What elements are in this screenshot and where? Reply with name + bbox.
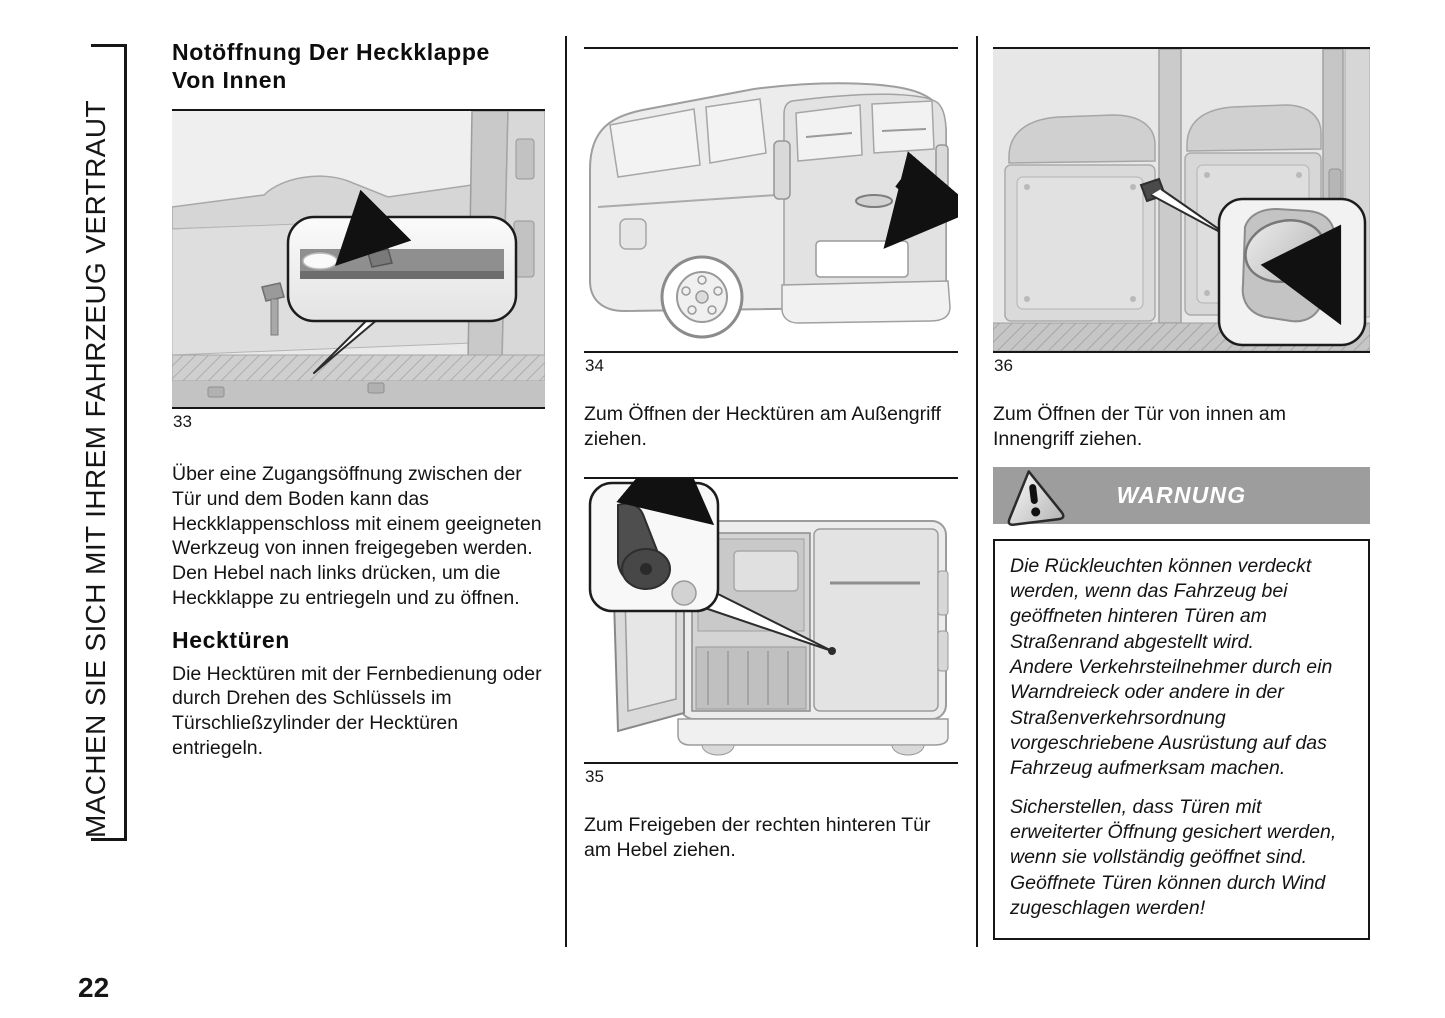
figure-34-caption: Zum Öffnen der Hecktüren am Außengriff z… [584,403,941,451]
figure-34-label: 34 [585,356,604,375]
sidebar-rule-top-cap [91,44,127,47]
column-left: Notöffnung Der Heckklappe Von Innen [172,38,545,761]
sidebar-rule-bottom-cap [91,838,127,841]
van-rear-quarter-illustration [584,49,958,351]
figure-36-inner-handle [993,47,1370,353]
warning-triangle-icon [1007,469,1065,526]
column-middle: 34 Zum Öffnen der Hecktüren am Außengrif… [584,47,958,863]
column-divider-1 [565,36,567,947]
subsection-heading: Hecktüren [172,626,290,653]
tailgate-interior-illustration [172,111,545,408]
sidebar-vertical-rule [124,44,127,841]
open-rear-door-illustration [584,478,958,762]
section-heading: Notöffnung Der Heckklappe Von Innen [172,39,490,94]
column-right: 36 Zum Öffnen der Tür von innen am Innen… [993,47,1370,940]
warning-banner: WARNUNG [993,466,1370,526]
warning-banner-title: WARNUNG [1116,481,1247,508]
magnifier-inset [286,189,518,323]
chapter-sidebar-title: MACHEN SIE SICH MIT IHREM FAHRZEUG VERTR… [80,99,111,838]
warning-text-box: Die Rückleuchten können verdeckt werden,… [993,538,1370,940]
warning-paragraph: Andere Verkehrsteilnehmer durch ein Warn… [1010,656,1333,780]
left-body-text: Über eine Zugangsöffnung zwischen der Tü… [172,462,545,611]
paragraph: Die Hecktüren mit der Fernbedienung oder… [172,662,542,759]
magnifier-inset [1217,197,1367,347]
warning-paragraph: Geöffnete Türen können durch Wind zugesc… [1010,871,1326,920]
column-divider-2 [976,36,978,947]
figure-36-caption: Zum Öffnen der Tür von innen am Innengri… [993,403,1287,451]
paragraph: Den Hebel nach links drücken, um die Hec… [172,562,520,609]
door-inner-handle-illustration [993,49,1370,351]
warning-paragraph: Die Rückleuchten können verdeckt werden,… [1010,554,1312,653]
figure-33-label: 33 [173,412,192,432]
magnifier-inset [588,478,720,612]
figure-35-caption: Zum Freigeben der rechten hinteren Tür a… [584,813,931,862]
figure-36-label: 36 [994,356,1013,375]
page-number: 22 [78,972,110,1003]
figure-33-tailgate-interior [172,109,545,410]
figure-35-label: 35 [585,766,604,786]
warning-paragraph: Sicherstellen, dass Türen mit erweiterte… [1010,795,1337,869]
figure-34-van-rear-quarter [584,47,958,353]
paragraph: Über eine Zugangsöffnung zwischen der Tü… [172,463,542,560]
figure-35-open-rear-door [584,476,958,764]
